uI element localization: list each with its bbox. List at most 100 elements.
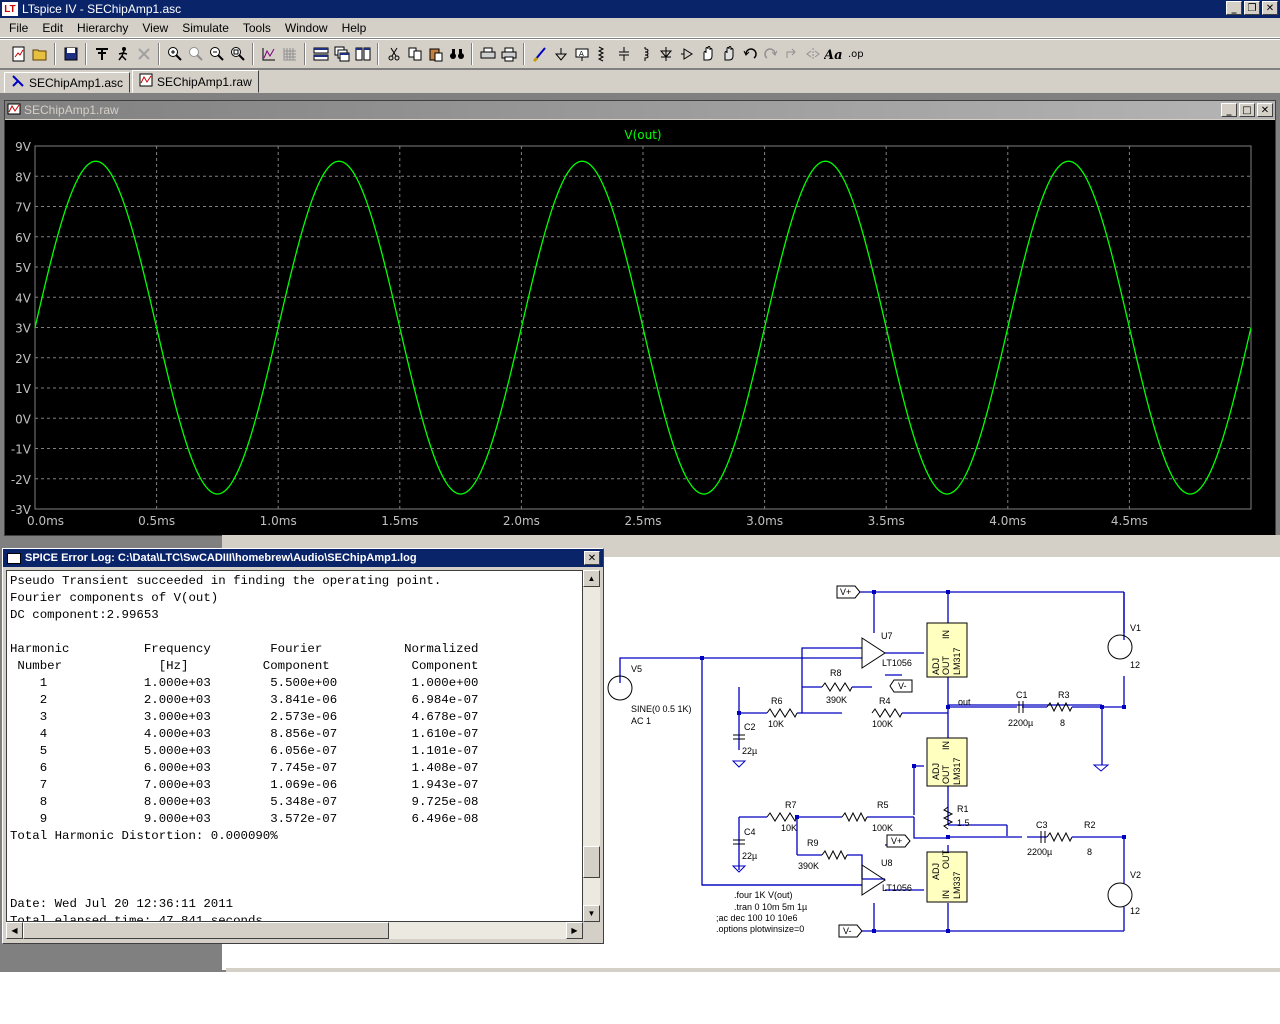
scroll-left-icon[interactable]: ◀ bbox=[6, 922, 23, 939]
spice-directive-four[interactable]: .four 1K V(out) bbox=[734, 890, 793, 900]
move-icon[interactable] bbox=[697, 43, 718, 65]
diode-icon[interactable] bbox=[655, 43, 676, 65]
opamp-u8[interactable] bbox=[861, 864, 886, 896]
halt-icon[interactable] bbox=[133, 43, 154, 65]
log-line: 4 4.000e+03 8.856e-07 1.610e-07 bbox=[10, 727, 479, 741]
zoom-out-icon[interactable] bbox=[206, 43, 227, 65]
open-icon[interactable] bbox=[29, 43, 50, 65]
find-icon[interactable] bbox=[446, 43, 467, 65]
resistor-r4[interactable] bbox=[871, 708, 903, 719]
x-tick-label: 1.5ms bbox=[381, 514, 418, 528]
menu-tools[interactable]: Tools bbox=[242, 20, 271, 35]
cascade-icon[interactable] bbox=[331, 43, 352, 65]
resistor-r9[interactable] bbox=[821, 849, 848, 861]
resistor-r7[interactable] bbox=[766, 812, 798, 823]
resistor-r6[interactable] bbox=[766, 708, 798, 719]
menu-help[interactable]: Help bbox=[341, 20, 367, 35]
new-schematic-icon[interactable] bbox=[8, 43, 29, 65]
spice-directive-options[interactable]: .options plotwinsize=0 bbox=[716, 924, 804, 934]
resistor-r1[interactable] bbox=[942, 806, 954, 830]
run-icon[interactable] bbox=[112, 43, 133, 65]
spice-directive-icon[interactable]: .op bbox=[844, 43, 865, 65]
resistor-icon[interactable] bbox=[592, 43, 613, 65]
opamp-u7[interactable] bbox=[861, 637, 886, 669]
resistor-r8[interactable] bbox=[821, 682, 853, 693]
scroll-thumb[interactable] bbox=[583, 846, 600, 878]
spice-directive-ac[interactable]: ;ac dec 100 10 10e6 bbox=[716, 913, 798, 923]
minimize-button[interactable]: _ bbox=[1226, 1, 1242, 15]
vertical-scrollbar[interactable]: ▲ ▼ bbox=[583, 570, 600, 922]
rotate-icon[interactable] bbox=[781, 43, 802, 65]
capacitor-c1[interactable] bbox=[1018, 701, 1024, 713]
capacitor-c4[interactable] bbox=[733, 839, 745, 845]
pan-icon[interactable] bbox=[185, 43, 206, 65]
tile-horizontal-icon[interactable] bbox=[310, 43, 331, 65]
close-button[interactable]: ✕ bbox=[1257, 103, 1273, 117]
cut-icon[interactable] bbox=[383, 43, 404, 65]
menu-view[interactable]: View bbox=[142, 20, 169, 35]
zoom-in-icon[interactable] bbox=[164, 43, 185, 65]
tab-schematic[interactable]: SEChipAmp1.asc bbox=[4, 72, 131, 93]
regulator-lm317-top[interactable] bbox=[926, 622, 968, 678]
capacitor-icon[interactable] bbox=[613, 43, 634, 65]
zoom-fit-icon[interactable] bbox=[227, 43, 248, 65]
close-button[interactable]: ✕ bbox=[1262, 1, 1278, 15]
mirror-icon[interactable] bbox=[802, 43, 823, 65]
capacitor-c3[interactable] bbox=[1040, 831, 1046, 843]
copy-icon[interactable] bbox=[404, 43, 425, 65]
label-net-icon[interactable]: A bbox=[571, 43, 592, 65]
trace-vout[interactable] bbox=[34, 160, 1252, 495]
grid-icon[interactable] bbox=[279, 43, 300, 65]
inductor-icon[interactable] bbox=[634, 43, 655, 65]
label-c3-value: 2200µ bbox=[1027, 847, 1052, 857]
paste-icon[interactable] bbox=[425, 43, 446, 65]
control-panel-icon[interactable] bbox=[91, 43, 112, 65]
component-icon[interactable] bbox=[676, 43, 697, 65]
scroll-down-icon[interactable]: ▼ bbox=[583, 905, 600, 922]
undo-icon[interactable] bbox=[739, 43, 760, 65]
menu-edit[interactable]: Edit bbox=[42, 20, 64, 35]
menu-hierarchy[interactable]: Hierarchy bbox=[77, 20, 129, 35]
capacitor-c2[interactable] bbox=[733, 734, 745, 740]
wire-icon[interactable] bbox=[529, 43, 550, 65]
label-vplus-u8: V+ bbox=[891, 836, 902, 846]
drag-icon[interactable] bbox=[718, 43, 739, 65]
resistor-r5[interactable] bbox=[841, 811, 868, 823]
regulator-lm317-mid[interactable] bbox=[926, 737, 968, 787]
trace-label-vout[interactable]: V(out) bbox=[624, 128, 661, 142]
save-icon[interactable] bbox=[60, 43, 81, 65]
minimize-button[interactable]: _ bbox=[1221, 103, 1237, 117]
print-icon[interactable] bbox=[498, 43, 519, 65]
log-text-area[interactable]: Pseudo Transient succeeded in finding th… bbox=[6, 570, 583, 922]
tile-vertical-icon[interactable] bbox=[352, 43, 373, 65]
scroll-up-icon[interactable]: ▲ bbox=[583, 570, 600, 587]
ground-icon[interactable] bbox=[550, 43, 571, 65]
horizontal-scrollbar[interactable]: ◀ ▶ bbox=[6, 922, 583, 939]
text-icon[interactable]: Aa bbox=[823, 43, 844, 65]
scroll-thumb[interactable] bbox=[23, 922, 389, 939]
print-setup-icon[interactable] bbox=[477, 43, 498, 65]
voltage-source-v5[interactable] bbox=[607, 675, 633, 701]
redo-icon[interactable] bbox=[760, 43, 781, 65]
schematic-canvas[interactable]: V+ U7 LT1056 V- V5 SINE(0 0.5 1K) AC 1 R… bbox=[222, 535, 1280, 970]
menu-simulate[interactable]: Simulate bbox=[182, 20, 229, 35]
close-button[interactable]: ✕ bbox=[584, 551, 600, 565]
menu-file[interactable]: File bbox=[9, 20, 29, 35]
voltage-source-v2[interactable] bbox=[1107, 882, 1133, 908]
label-v1: V1 bbox=[1130, 623, 1141, 633]
maximize-button[interactable]: □ bbox=[1239, 103, 1255, 117]
tab-waveform[interactable]: SEChipAmp1.raw bbox=[132, 70, 259, 93]
menu-window[interactable]: Window bbox=[284, 20, 328, 35]
scroll-right-icon[interactable]: ▶ bbox=[566, 922, 583, 939]
autorange-icon[interactable] bbox=[258, 43, 279, 65]
log-window-title: SPICE Error Log: C:\Data\LTC\SwCADIII\ho… bbox=[25, 552, 417, 564]
restore-button[interactable]: ❐ bbox=[1244, 1, 1260, 15]
voltage-source-v1[interactable] bbox=[1107, 634, 1133, 660]
resistor-r3[interactable] bbox=[1046, 701, 1073, 713]
x-tick-label: 4.0ms bbox=[989, 514, 1026, 528]
regulator-lm337[interactable] bbox=[926, 851, 968, 903]
resistor-r2[interactable] bbox=[1046, 831, 1073, 843]
spice-directive-tran[interactable]: .tran 0 10m 5m 1µ bbox=[734, 902, 807, 912]
